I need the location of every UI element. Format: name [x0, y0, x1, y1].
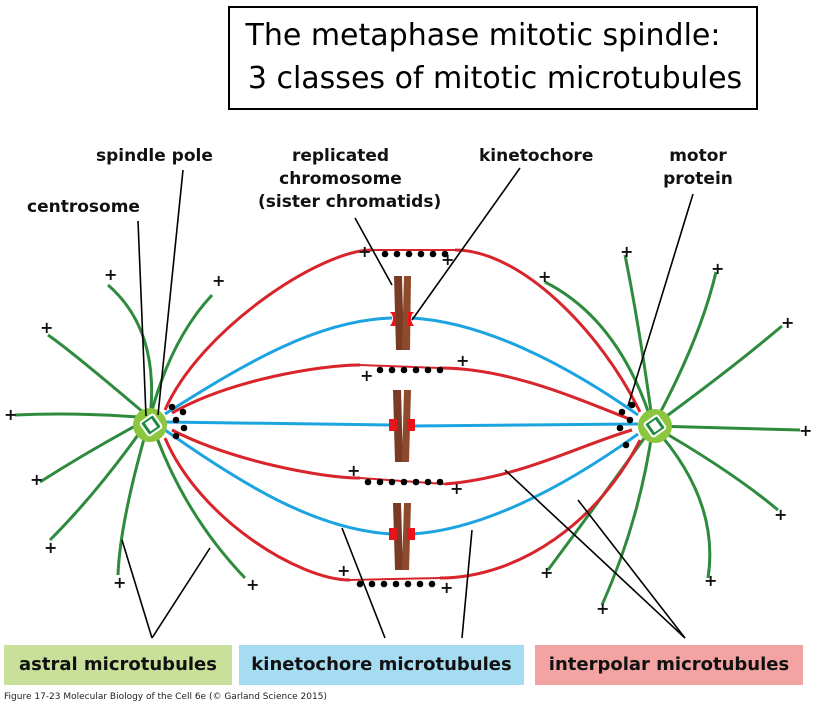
svg-text:+: + — [104, 265, 117, 284]
chromosome-label-line-3: (sister chromatids) — [258, 192, 442, 212]
astral-microtubules-box: astral microtubules — [4, 645, 232, 685]
svg-text:+: + — [44, 538, 57, 557]
svg-text:+: + — [246, 575, 259, 594]
svg-text:+: + — [30, 470, 43, 489]
figure-caption: Figure 17-23 Molecular Biology of the Ce… — [4, 692, 327, 702]
kinetochores — [389, 312, 415, 540]
svg-text:+: + — [774, 505, 787, 524]
svg-text:+: + — [360, 366, 373, 385]
motor-label-line-1: motor — [669, 146, 727, 166]
svg-text:+: + — [540, 563, 553, 582]
interpolar-microtubules — [163, 248, 642, 582]
kinetochore-label: kinetochore — [479, 146, 594, 166]
svg-text:+: + — [358, 242, 371, 261]
svg-text:+: + — [711, 259, 724, 278]
svg-text:+: + — [337, 561, 350, 580]
kinetochore-microtubules-box: kinetochore microtubules — [239, 645, 524, 685]
svg-text:+: + — [596, 599, 609, 618]
motor-label-line-2: protein — [663, 169, 733, 189]
chromosome-label-line-2: chromosome — [279, 169, 402, 189]
spindle-pole-label: spindle pole — [96, 146, 213, 166]
centrosome-label: centrosome — [27, 197, 140, 217]
svg-text:+: + — [799, 421, 812, 440]
chromosome-label: replicated chromosome (sister chromatids… — [258, 145, 442, 214]
svg-text:+: + — [704, 571, 717, 590]
kinetochore-microtubules — [164, 316, 639, 536]
svg-text:+: + — [347, 461, 360, 480]
leader-lines — [121, 167, 694, 639]
motor-proteins-poles — [168, 401, 636, 449]
svg-text:+: + — [113, 573, 126, 592]
motor-protein-label: motor protein — [658, 145, 738, 191]
svg-text:+: + — [620, 242, 633, 261]
chromosomes — [393, 276, 411, 570]
title-box: The metaphase mitotic spindle: 3 classes… — [228, 6, 758, 110]
svg-text:+: + — [441, 250, 454, 269]
svg-text:+: + — [456, 351, 469, 370]
svg-text:+: + — [450, 479, 463, 498]
chromosome-label-line-1: replicated — [291, 146, 390, 166]
title-line-2: 3 classes of mitotic microtubules — [247, 61, 743, 96]
motor-proteins-overlap — [356, 250, 449, 588]
svg-text:+: + — [4, 405, 17, 424]
interpolar-microtubules-box: interpolar microtubules — [535, 645, 803, 685]
plus-signs: + + + + + + + + + + + + + + + + + + + + + + + + + — [4, 242, 812, 618]
svg-text:+: + — [538, 267, 551, 286]
svg-text:+: + — [212, 271, 225, 290]
svg-text:+: + — [440, 578, 453, 597]
centrosome-left — [133, 408, 167, 442]
astral-microtubules-right — [544, 254, 801, 606]
svg-text:+: + — [781, 313, 794, 332]
centrosome-right — [638, 409, 672, 443]
svg-text:+: + — [40, 318, 53, 337]
title-line-1: The metaphase mitotic spindle: — [245, 18, 721, 53]
